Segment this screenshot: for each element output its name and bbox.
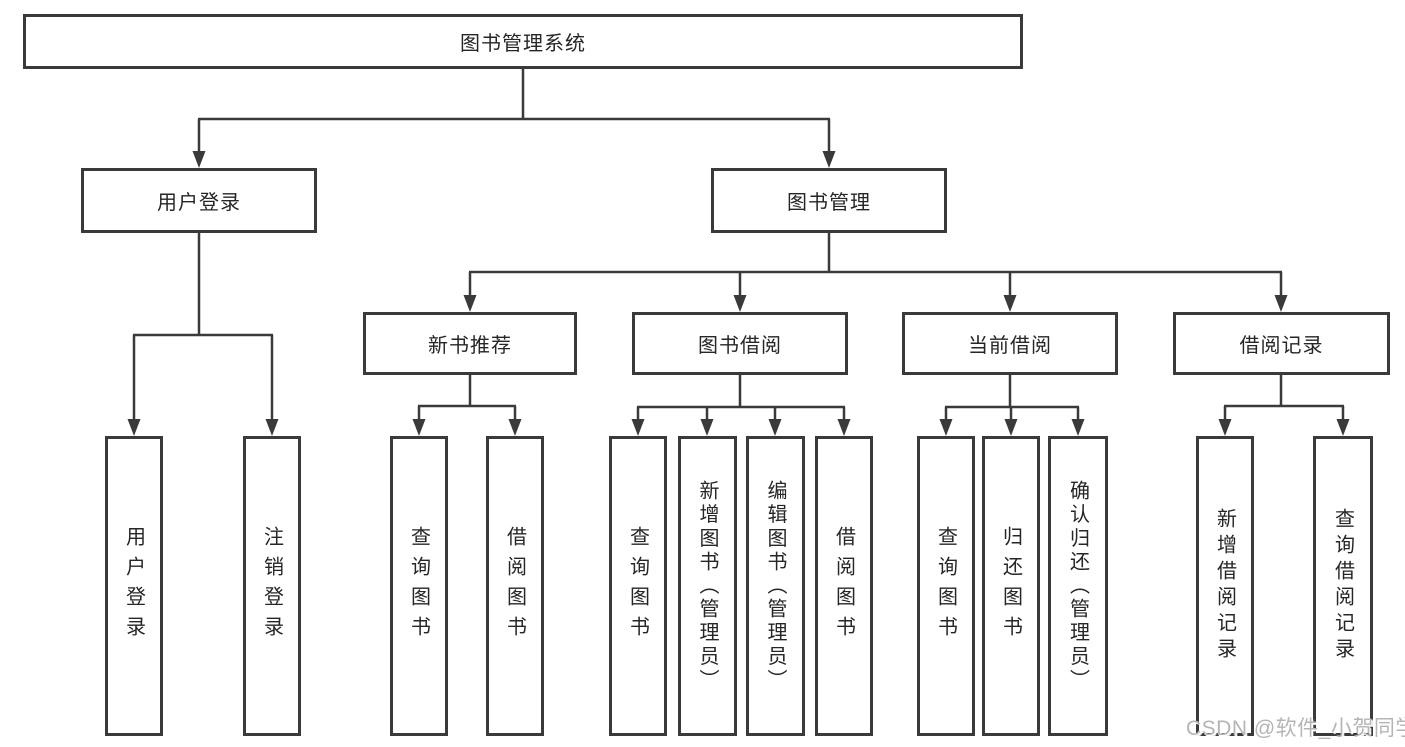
node-user-login: 用户登录 (81, 168, 317, 233)
node-book-management: 图书管理 (711, 168, 947, 233)
leaf-user-login: 用户登录 (105, 436, 163, 736)
leaf-query-book-current: 查询图书 (917, 436, 975, 736)
node-new-book-recommend: 新书推荐 (363, 312, 577, 375)
leaf-logout-login: 注销登录 (243, 436, 301, 736)
leaf-add-book-admin: 新增图书（管理员） (678, 436, 737, 736)
node-library-management-system: 图书管理系统 (23, 14, 1023, 69)
leaf-query-borrow-record: 查询借阅记录 (1313, 436, 1373, 736)
leaf-query-book-borrow: 查询图书 (609, 436, 667, 736)
node-book-borrowing: 图书借阅 (632, 312, 848, 375)
leaf-borrow-book-recommend: 借阅图书 (486, 436, 544, 736)
leaf-return-book: 归还图书 (982, 436, 1040, 736)
leaf-add-borrow-record: 新增借阅记录 (1196, 436, 1254, 736)
leaf-query-book-recommend: 查询图书 (390, 436, 448, 736)
node-borrowing-records: 借阅记录 (1173, 312, 1390, 375)
leaf-confirm-return-admin: 确认归还（管理员） (1048, 436, 1108, 736)
leaf-borrow-book: 借阅图书 (815, 436, 873, 736)
leaf-edit-book-admin: 编辑图书（管理员） (746, 436, 805, 736)
csdn-watermark: CSDN @软件_小贺同学 (1186, 717, 1405, 740)
node-current-borrowing: 当前借阅 (902, 312, 1118, 375)
